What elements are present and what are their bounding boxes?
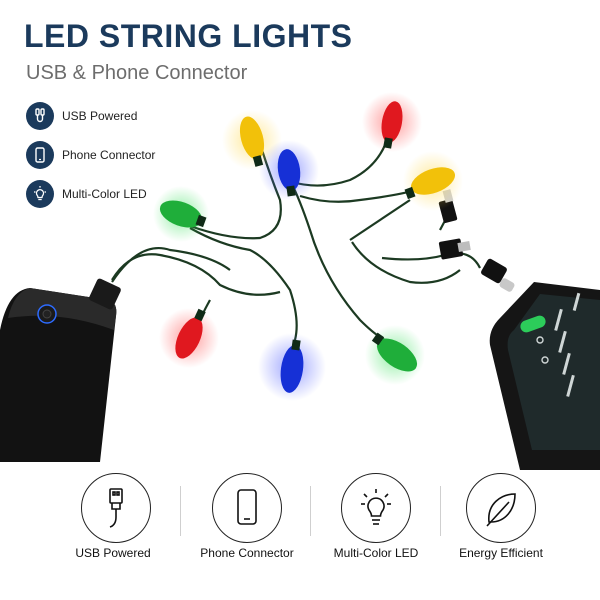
micro-usb-connector	[438, 238, 471, 260]
bulb-red-left	[175, 308, 206, 359]
bulb-green-left	[159, 200, 207, 228]
page-subtitle: USB & Phone Connector	[26, 62, 248, 84]
usb-plug-icon	[81, 473, 151, 543]
usb-plug	[89, 278, 121, 310]
bottom-feature-label: Energy Efficient	[459, 546, 543, 560]
smartphone	[489, 282, 600, 470]
bulb-icon	[26, 180, 54, 208]
divider	[180, 486, 181, 536]
phone-icon	[212, 473, 282, 543]
bottom-feature-label: USB Powered	[75, 546, 151, 560]
usb-c-connector	[481, 258, 515, 292]
side-feature-label: USB Powered	[62, 109, 138, 123]
side-feature-usb-powered: USB Powered	[26, 102, 137, 130]
side-feature-multi-color-led: Multi-Color LED	[26, 180, 147, 208]
bulb-blue-bottom	[280, 339, 304, 393]
usb-plug-icon	[26, 102, 54, 130]
page-title: LED STRING LIGHTS	[24, 18, 353, 54]
divider	[440, 486, 441, 536]
bottom-feature-label: Multi-Color LED	[333, 546, 419, 560]
bottom-feature-label: Phone Connector	[200, 546, 294, 560]
power-bank	[0, 288, 117, 462]
product-illustration	[0, 92, 600, 470]
side-feature-label: Phone Connector	[62, 148, 156, 162]
leaf-icon	[466, 473, 536, 543]
bulb-green-bottom	[371, 332, 418, 372]
bulb-red-top	[381, 101, 403, 149]
bulb-blue-top	[277, 149, 301, 197]
divider	[310, 486, 311, 536]
side-feature-label: Multi-Color LED	[62, 187, 147, 201]
bulb-yellow-top	[239, 116, 265, 167]
phone-icon	[26, 141, 54, 169]
bulb-icon	[341, 473, 411, 543]
bulb-yellow-right	[404, 167, 455, 200]
side-feature-phone-connector: Phone Connector	[26, 141, 155, 169]
